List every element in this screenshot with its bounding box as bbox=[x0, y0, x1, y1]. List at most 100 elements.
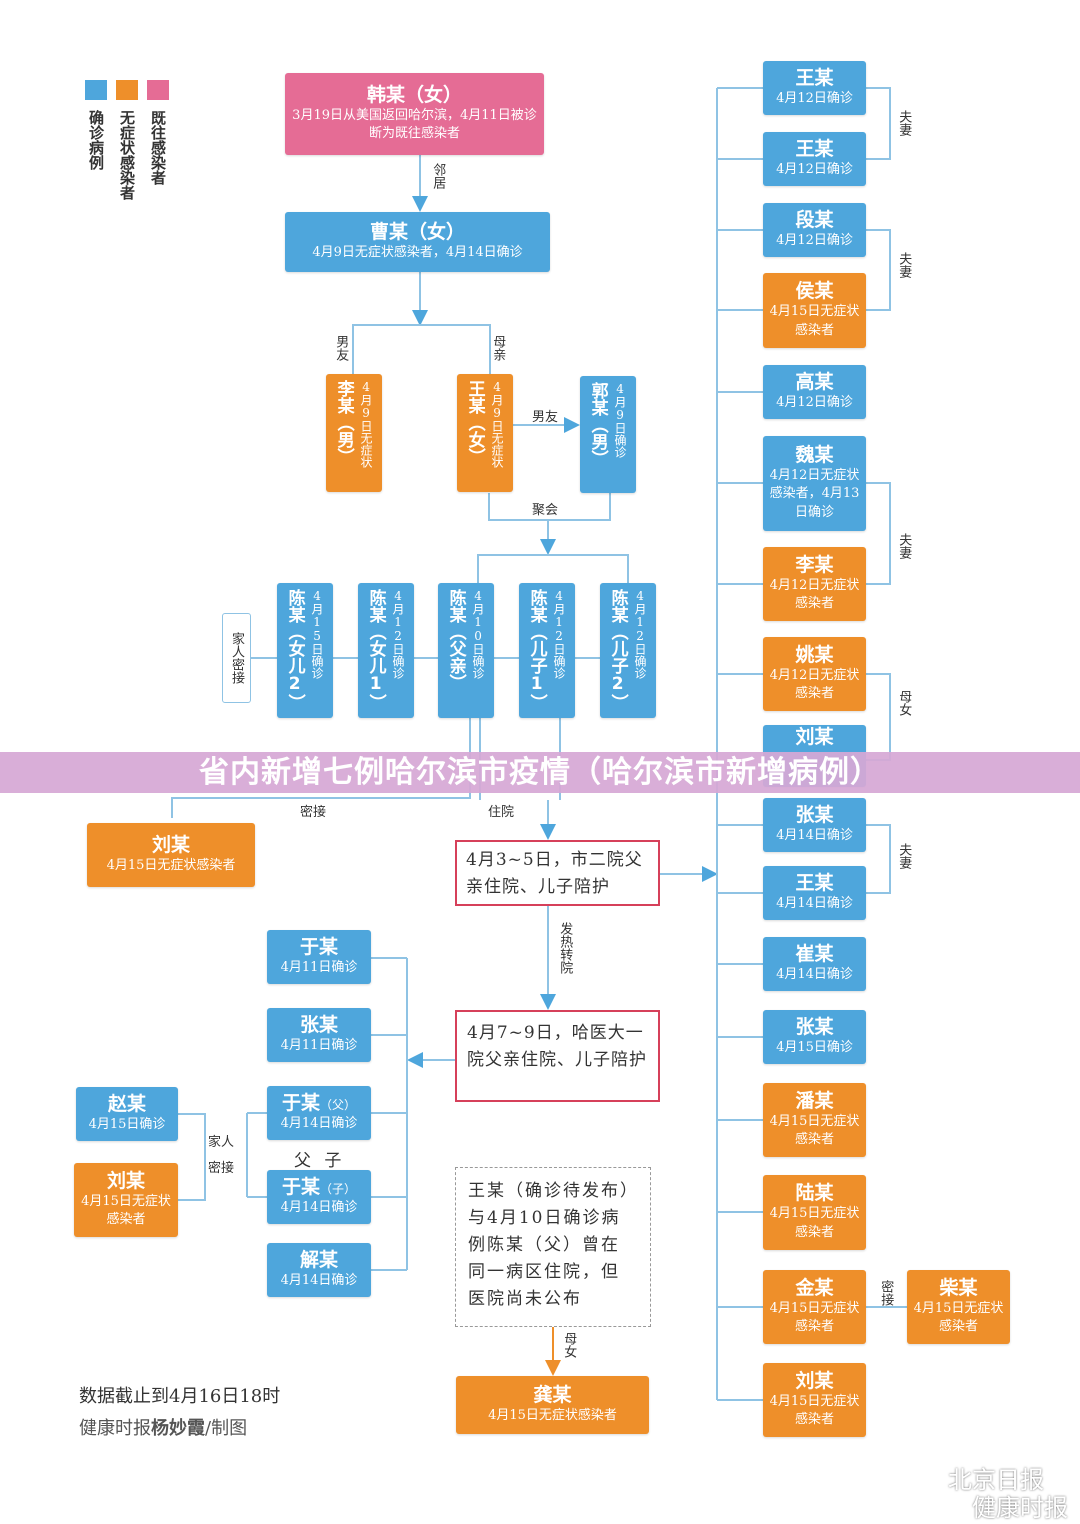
watermark-health-times: 健康时报 bbox=[972, 1494, 1068, 1522]
case-detail: 4月12日确诊 bbox=[552, 589, 567, 679]
family-contact-label: 家人密接 bbox=[208, 1135, 235, 1176]
case-name: 王某 bbox=[795, 138, 834, 161]
event-box-hospital2: 4月3~5日，市二院父亲住院、儿子陪护 bbox=[455, 840, 660, 906]
case-yu-son: 于某（子） 4月14日确诊 bbox=[267, 1170, 371, 1224]
relation-label: 男友 bbox=[532, 410, 559, 425]
case-name: 于某 bbox=[281, 1092, 320, 1115]
case-detail: 4月15日无症状感染者 bbox=[769, 1206, 860, 1240]
case-detail: 4月12日确诊 bbox=[391, 589, 406, 679]
case-detail: 4月14日确诊 bbox=[776, 895, 853, 911]
case-name: 魏某 bbox=[795, 443, 834, 466]
case-name: 韩某（女） bbox=[366, 83, 462, 106]
hospital-label: 住院 bbox=[488, 805, 515, 820]
case-name: 陈某（女儿2） bbox=[284, 589, 305, 711]
case-name: 陈某（儿子1） bbox=[526, 589, 547, 711]
legend-swatch-asymptomatic bbox=[116, 80, 138, 100]
footer-suffix: /制图 bbox=[205, 1418, 248, 1439]
case-name: 金某 bbox=[795, 1276, 834, 1299]
case-detail: 4月12日确诊 bbox=[776, 90, 853, 106]
title-banner: 省内新增七例哈尔滨市疫情（哈尔滨市新增病例） bbox=[0, 752, 1080, 793]
relation-label: 母亲 bbox=[490, 335, 506, 361]
case-detail: 4月12日确诊 bbox=[776, 394, 853, 410]
legend-swatch-confirmed bbox=[85, 80, 107, 100]
case-detail: 4月15日无症状感染者 bbox=[913, 1300, 1004, 1335]
case-name: 曹某（女） bbox=[369, 221, 465, 244]
relation-label: 夫妻 bbox=[896, 110, 912, 136]
footer-date: 数据截止到4月16日18时 bbox=[79, 1386, 281, 1407]
case-detail: 4月14日确诊 bbox=[280, 1199, 358, 1215]
case-name: 李某 bbox=[795, 553, 834, 576]
case-name: 于某 bbox=[281, 1176, 320, 1199]
case-detail: 4月15日无症状感染者 bbox=[769, 1393, 860, 1428]
case-detail: 4月11日确诊 bbox=[280, 1037, 358, 1053]
contact-label: 密接 bbox=[300, 805, 327, 820]
relation-label: 男友 bbox=[333, 335, 349, 361]
case-name: 郭某（男） bbox=[587, 382, 608, 467]
case-detail: 4月15日无症状感染者 bbox=[488, 1407, 617, 1423]
pending-note: 王某（确诊待发布）与4月10日确诊病例陈某（父）曾在同一病区住院，但医院尚未公布 bbox=[455, 1167, 651, 1327]
case-tag: （父） bbox=[320, 1098, 357, 1113]
case-detail: 4月12日无症状感染者 bbox=[769, 667, 860, 702]
case-name: 陈某（父亲） bbox=[445, 589, 466, 691]
case-detail: 4月15日确诊 bbox=[776, 1039, 853, 1055]
case-name: 张某 bbox=[795, 1016, 834, 1039]
case-tag: （子） bbox=[320, 1182, 357, 1197]
legend-label-confirmed: 确诊病例 bbox=[87, 110, 105, 170]
case-detail: 4月14日确诊 bbox=[280, 1272, 358, 1288]
case-chen-daughter2: 陈某（女儿2） 4月15日确诊 bbox=[277, 583, 333, 718]
case-detail: 4月12日确诊 bbox=[633, 589, 648, 679]
case-name: 张某 bbox=[299, 1014, 338, 1037]
case-name: 潘某 bbox=[795, 1089, 834, 1112]
case-name: 解某 bbox=[299, 1249, 338, 1272]
case-name: 龚某 bbox=[533, 1384, 572, 1407]
case-name: 王某 bbox=[795, 67, 834, 90]
case-detail: 4月9日确诊 bbox=[613, 382, 628, 458]
case-detail: 4月15日确诊 bbox=[310, 589, 325, 679]
case-name: 刘某 bbox=[795, 1369, 834, 1392]
case-name: 侯某 bbox=[795, 280, 834, 303]
case-name: 陈某（女儿1） bbox=[365, 589, 386, 711]
case-detail: 4月12日确诊 bbox=[776, 232, 853, 248]
case-detail: 4月15日无症状感染者 bbox=[81, 1193, 171, 1228]
case-detail: 4月15日无症状感染者 bbox=[769, 304, 860, 338]
relation-label: 夫妻 bbox=[896, 252, 912, 278]
case-li: 李某（男）4月9日无症状 bbox=[326, 374, 382, 492]
case-name: 陆某 bbox=[795, 1182, 834, 1205]
relation-label: 邻居 bbox=[430, 163, 446, 189]
case-detail: 4月15日无症状感染者 bbox=[769, 1300, 860, 1335]
case-detail: 4月14日确诊 bbox=[280, 1115, 358, 1131]
case-detail: 3月19日从美国返回哈尔滨，4月11日被诊断为既往感染者 bbox=[292, 107, 537, 142]
case-name: 王某 bbox=[795, 872, 834, 895]
case-detail: 4月11日确诊 bbox=[280, 959, 358, 975]
relation-label: 夫妻 bbox=[896, 843, 912, 869]
father-son-label: 父 子 bbox=[294, 1151, 346, 1171]
relation-label: 夫妻 bbox=[896, 533, 912, 559]
case-name: 姚某 bbox=[795, 643, 834, 666]
case-detail: 4月15日确诊 bbox=[88, 1116, 166, 1132]
case-cao: 曹某（女）4月9日无症状感染者，4月14日确诊 bbox=[285, 212, 550, 272]
family-contact-label: 家人密接 bbox=[222, 613, 251, 703]
relation-label: 母女 bbox=[896, 690, 912, 716]
watermark-beijing-daily: 北京日报 bbox=[948, 1466, 1044, 1494]
case-detail: 4月12日无症状感染者，4月13日确诊 bbox=[769, 467, 860, 521]
case-detail: 4月14日确诊 bbox=[776, 966, 853, 982]
case-name: 柴某 bbox=[939, 1276, 978, 1299]
footer-author: 杨妙霞 bbox=[151, 1418, 205, 1439]
